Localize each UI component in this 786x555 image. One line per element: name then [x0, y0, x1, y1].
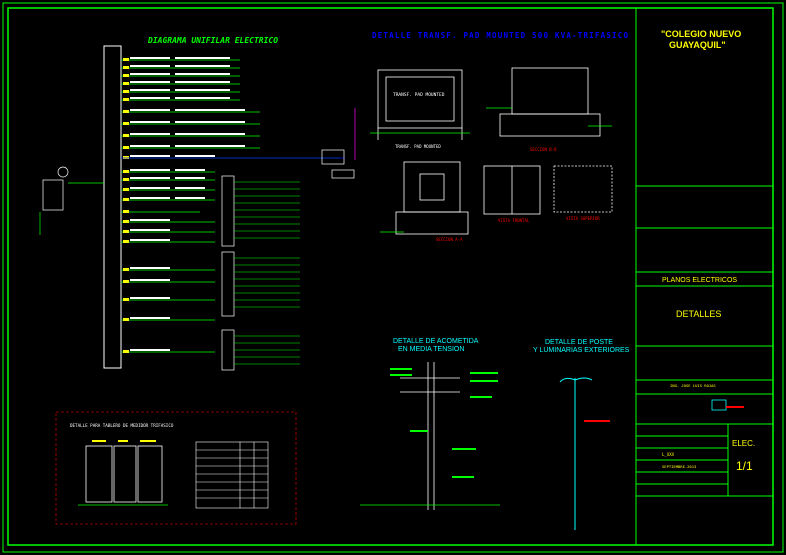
transformer-front-view — [483, 165, 541, 215]
diagrama-title: DIAGRAMA UNIFILAR ELECTRICO — [147, 36, 278, 45]
inner-frame — [7, 7, 774, 546]
tableros-title: DETALLE PARA TABLERO DE MEDIDOR TRIFASIC… — [70, 423, 174, 428]
circuit-labels — [130, 57, 245, 351]
planos-label: PLANOS ELECTRICOS — [662, 277, 737, 284]
acometida-pole — [360, 362, 500, 510]
sub-panel-lines — [234, 181, 300, 365]
file-label: L_XXX — [662, 452, 675, 457]
transformer-section-a — [380, 161, 469, 235]
meter-panels — [78, 445, 168, 506]
section-a-label: SECCION A-A — [436, 237, 463, 242]
title-block — [635, 8, 773, 545]
top-plan-label: VISTA SUPERIOR — [566, 216, 600, 221]
transformer-caption: TRANSF. PAD MOUNTED — [395, 144, 441, 149]
logo-mark — [711, 399, 744, 411]
sub-panels — [221, 175, 235, 371]
transformer-top-view — [370, 69, 470, 140]
front-view-label: VISTA FRONTAL — [498, 218, 530, 223]
sheet-number: 1/1 — [736, 459, 753, 473]
unifilar-circuits — [121, 59, 340, 353]
date-label: SEPTIEMBRE-2013 — [662, 464, 696, 469]
main-busbar — [103, 45, 122, 369]
dashed-borders — [55, 411, 297, 525]
transformer-section-b — [486, 67, 612, 137]
poste-title-1: DETALLE DE POSTE — [545, 339, 613, 346]
section-b-label: SECCION B-B — [530, 147, 557, 152]
acometida-title-1: DETALLE DE ACOMETIDA — [393, 338, 479, 345]
panel-headers — [92, 440, 156, 442]
street-pole — [559, 377, 593, 530]
detalles-label: DETALLES — [676, 309, 721, 319]
meter-source — [39, 166, 104, 235]
feeder-link — [121, 108, 356, 179]
engineer-label: ING. JOSE LUIS ROJAS — [670, 383, 716, 388]
pole-note — [584, 420, 610, 422]
transformer-box-label: TRANSF. PAD MOUNTED — [393, 92, 445, 98]
school-name-2: GUAYAQUIL" — [669, 40, 726, 50]
school-name-1: "COLEGIO NUEVO — [661, 29, 741, 39]
specs-table — [195, 441, 269, 509]
acometida-notes — [390, 368, 498, 478]
transformer-top-plan — [553, 165, 613, 213]
poste-title-2: Y LUMINARIAS EXTERIORES — [533, 347, 630, 354]
acometida-title-2: EN MEDIA TENSION — [398, 346, 464, 353]
transformer-title: DETALLE TRANSF. PAD MOUNTED 500 KVA-TRIF… — [372, 31, 629, 40]
sheet-code: ELEC. — [732, 439, 755, 448]
circuit-breakers — [123, 58, 129, 353]
